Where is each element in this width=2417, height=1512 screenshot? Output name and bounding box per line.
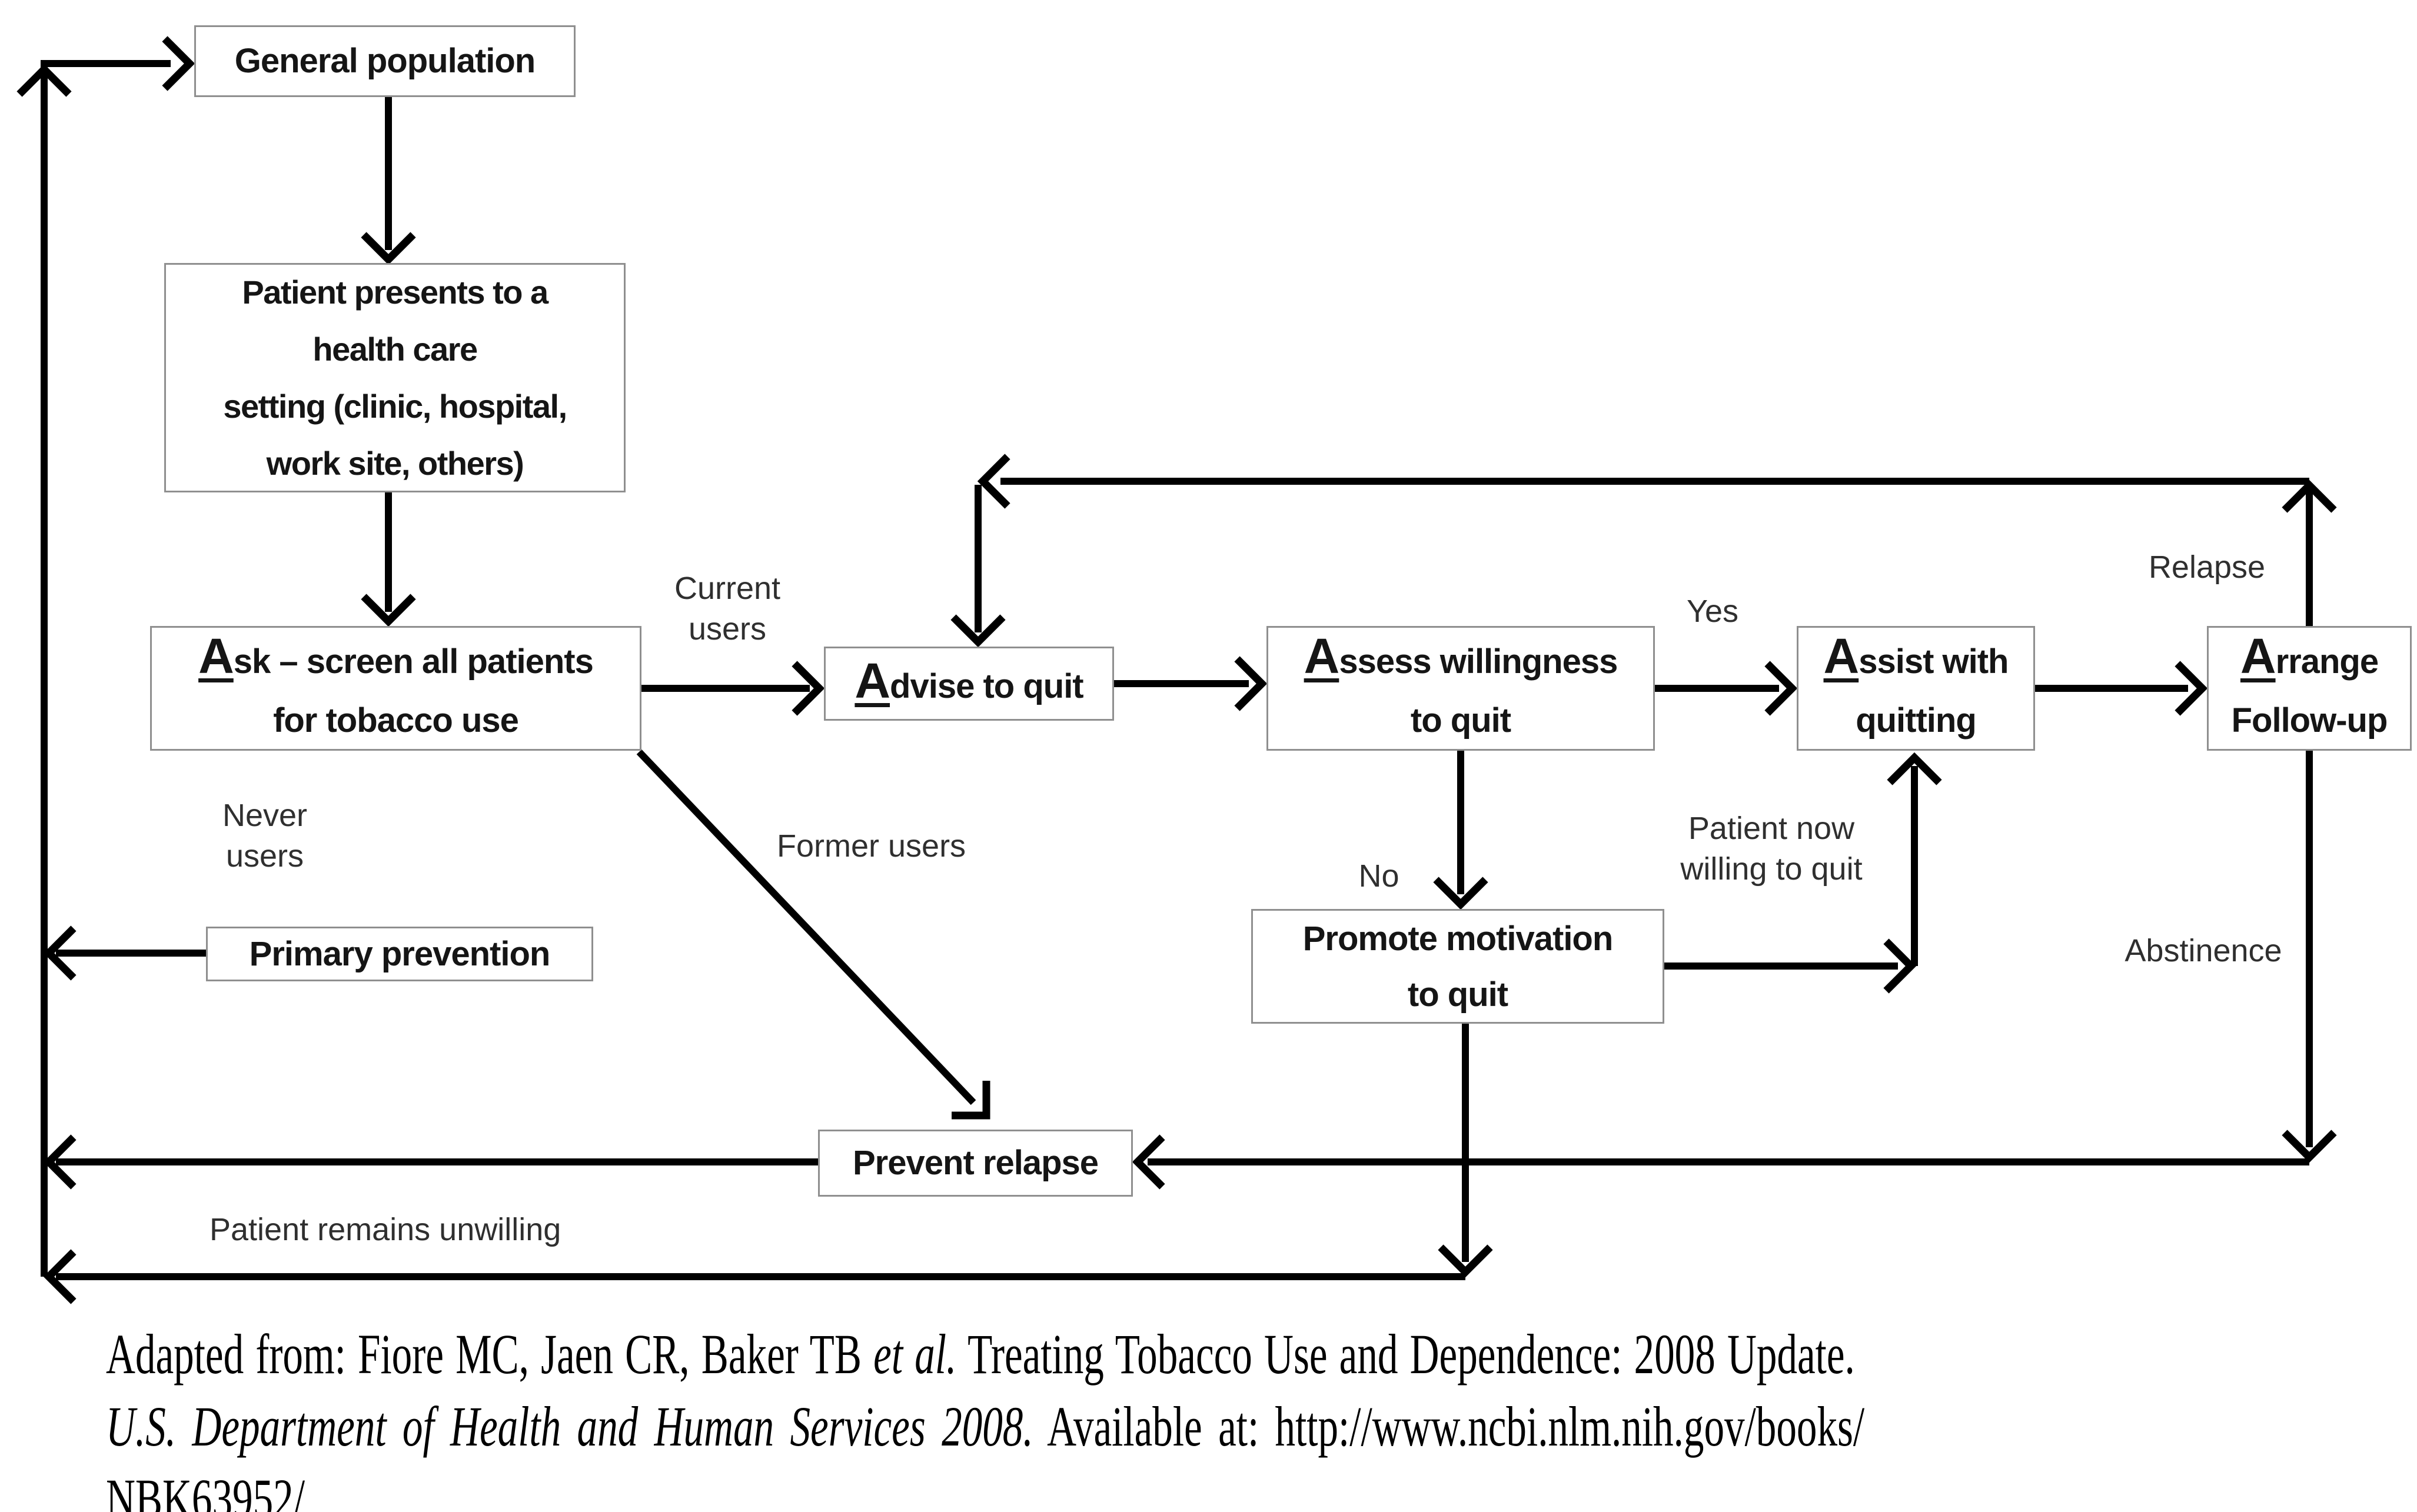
box-line: Ask – screen all patients bbox=[198, 627, 594, 691]
label-abstinence: Abstinence bbox=[2125, 933, 2282, 968]
label-former-users: Former users bbox=[777, 828, 966, 864]
box-line: for tobacco use bbox=[273, 701, 519, 740]
arrow-relapse-loop bbox=[950, 454, 2337, 648]
label-line: Never bbox=[222, 798, 308, 833]
label-never-users: Never users bbox=[184, 795, 346, 877]
box-label: rrange bbox=[2275, 642, 2379, 681]
box-line: Promote motivation bbox=[1302, 919, 1614, 958]
arrow-arrange-to-prevent-relapse bbox=[1132, 751, 2337, 1190]
label-line: Patient now bbox=[1688, 811, 1855, 846]
label-relapse: Relapse bbox=[2148, 549, 2266, 585]
arrow-ask-to-prevent-relapse bbox=[636, 749, 990, 1120]
box-line: Follow-up bbox=[2231, 701, 2388, 740]
citation-line-2: U.S. Department of Health and Human Serv… bbox=[106, 1390, 1864, 1463]
box-assist: Assist with quitting bbox=[1797, 626, 2035, 751]
label-line: users bbox=[225, 838, 304, 874]
citation-italic-text: et al. bbox=[873, 1323, 957, 1386]
label-line: willing to quit bbox=[1680, 851, 1863, 887]
citation-line-3: NBK63952/. bbox=[106, 1467, 315, 1512]
box-promote-motivation: Promote motivation to quit bbox=[1251, 909, 1664, 1024]
citation-text: Available at: http://www.ncbi.nlm.nih.go… bbox=[1033, 1395, 1865, 1458]
box-patient-presents: Patient presents to a health care settin… bbox=[164, 263, 626, 492]
box-line: Assist with bbox=[1824, 627, 2009, 691]
box-primary-prevention: Primary prevention bbox=[206, 927, 593, 981]
arrow-advise-to-assess bbox=[1114, 656, 1268, 711]
arrow-patient-to-ask bbox=[361, 492, 416, 627]
box-line: Arrange bbox=[2240, 627, 2379, 691]
box-line: to quit bbox=[1410, 701, 1511, 740]
label-patient-now-willing: Patient now willing to quit bbox=[1654, 808, 1889, 890]
box-advise: Advise to quit bbox=[824, 647, 1114, 721]
arrow-assess-to-promote bbox=[1433, 751, 1488, 910]
citation-italic-text: U.S. Department of Health and Human Serv… bbox=[106, 1395, 1033, 1458]
arrow-primary-prevention-to-left bbox=[43, 925, 206, 981]
citation-text: Treating Tobacco Use and Dependence: 200… bbox=[956, 1323, 1855, 1386]
box-ask: Ask – screen all patients for tobacco us… bbox=[150, 626, 641, 751]
box-line: quitting bbox=[1856, 701, 1977, 740]
box-label: General population bbox=[234, 42, 536, 80]
box-prevent-relapse: Prevent relapse bbox=[818, 1130, 1133, 1197]
underlined-initial: A bbox=[198, 628, 234, 684]
box-line: to quit bbox=[1407, 975, 1508, 1014]
label-current-users: Current users bbox=[646, 568, 809, 650]
arrow-assist-to-arrange bbox=[2035, 661, 2208, 716]
arrow-prevent-relapse-to-left bbox=[43, 1134, 818, 1190]
box-label: ssess willingness bbox=[1339, 642, 1618, 681]
arrow-ask-to-advise bbox=[641, 661, 825, 716]
box-label: Primary prevention bbox=[249, 935, 551, 973]
label-line: users bbox=[688, 611, 767, 647]
label-patient-remains-unwilling: Patient remains unwilling bbox=[210, 1212, 561, 1247]
box-line: Advise to quit bbox=[855, 644, 1083, 724]
underlined-initial: A bbox=[2240, 628, 2276, 684]
box-line: Assess willingness bbox=[1304, 627, 1618, 691]
label-line: Current bbox=[674, 571, 781, 606]
arrow-general-to-patient bbox=[361, 97, 416, 265]
citation-line-1: Adapted from: Fiore MC, Jaen CR, Baker T… bbox=[106, 1318, 1864, 1390]
label-yes: Yes bbox=[1686, 594, 1739, 629]
box-line: Patient presents to a bbox=[242, 274, 548, 311]
box-label: ssist with bbox=[1859, 642, 2009, 681]
box-label: sk – screen all patients bbox=[233, 642, 594, 681]
arrow-assess-to-assist bbox=[1655, 661, 1798, 716]
box-line: work site, others) bbox=[266, 445, 524, 482]
underlined-initial: A bbox=[855, 653, 890, 708]
label-no: No bbox=[1358, 858, 1399, 894]
box-general-population: General population bbox=[194, 25, 576, 97]
underlined-initial: A bbox=[1304, 628, 1340, 684]
arrow-promote-to-assist bbox=[1664, 752, 1942, 994]
citation-text: Adapted from: Fiore MC, Jaen CR, Baker T… bbox=[106, 1323, 874, 1386]
underlined-initial: A bbox=[1823, 628, 1860, 684]
arrow-unwilling-to-left bbox=[43, 1024, 1493, 1304]
arrow-return-to-general-population bbox=[16, 36, 195, 1277]
box-line: setting (clinic, hospital, bbox=[223, 388, 567, 425]
citation: Adapted from: Fiore MC, Jaen CR, Baker T… bbox=[106, 1318, 1864, 1512]
box-line: health care bbox=[312, 331, 478, 368]
box-label: Prevent relapse bbox=[852, 1144, 1099, 1182]
box-assess: Assess willingness to quit bbox=[1266, 626, 1655, 751]
box-label: dvise to quit bbox=[890, 667, 1084, 705]
box-arrange: Arrange Follow-up bbox=[2207, 626, 2412, 751]
